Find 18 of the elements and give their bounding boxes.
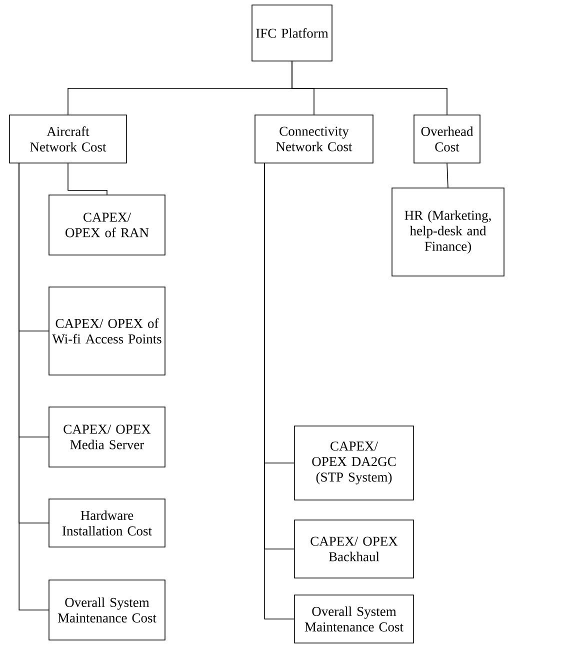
connector-line xyxy=(292,61,448,115)
cost-box: Overall System Maintenance Cost xyxy=(294,594,414,644)
cost-box: IFC Platform xyxy=(252,4,332,62)
cost-box: Hardware Installation Cost xyxy=(48,498,166,548)
connector-line xyxy=(446,163,448,188)
connector-line xyxy=(18,163,49,610)
cost-box: CAPEX/ OPEX of RAN xyxy=(48,194,166,256)
cost-box: CAPEX/ OPEX Media Server xyxy=(48,406,166,468)
connector-line xyxy=(264,163,294,620)
cost-box: Overall System Maintenance Cost xyxy=(48,580,166,640)
cost-box: Aircraft Network Cost xyxy=(9,114,127,164)
cost-box: CAPEX/ OPEX of Wi-fi Access Points xyxy=(48,286,166,376)
cost-box: Connectivity Network Cost xyxy=(254,114,374,164)
cost-box: CAPEX/ OPEX DA2GC (STP System) xyxy=(294,426,414,500)
cost-box: HR (Marketing, help-desk and Finance) xyxy=(392,188,504,276)
cost-box: CAPEX/ OPEX Backhaul xyxy=(294,520,414,578)
connector-line xyxy=(68,163,108,195)
cost-box: Overhead Cost xyxy=(414,114,480,164)
